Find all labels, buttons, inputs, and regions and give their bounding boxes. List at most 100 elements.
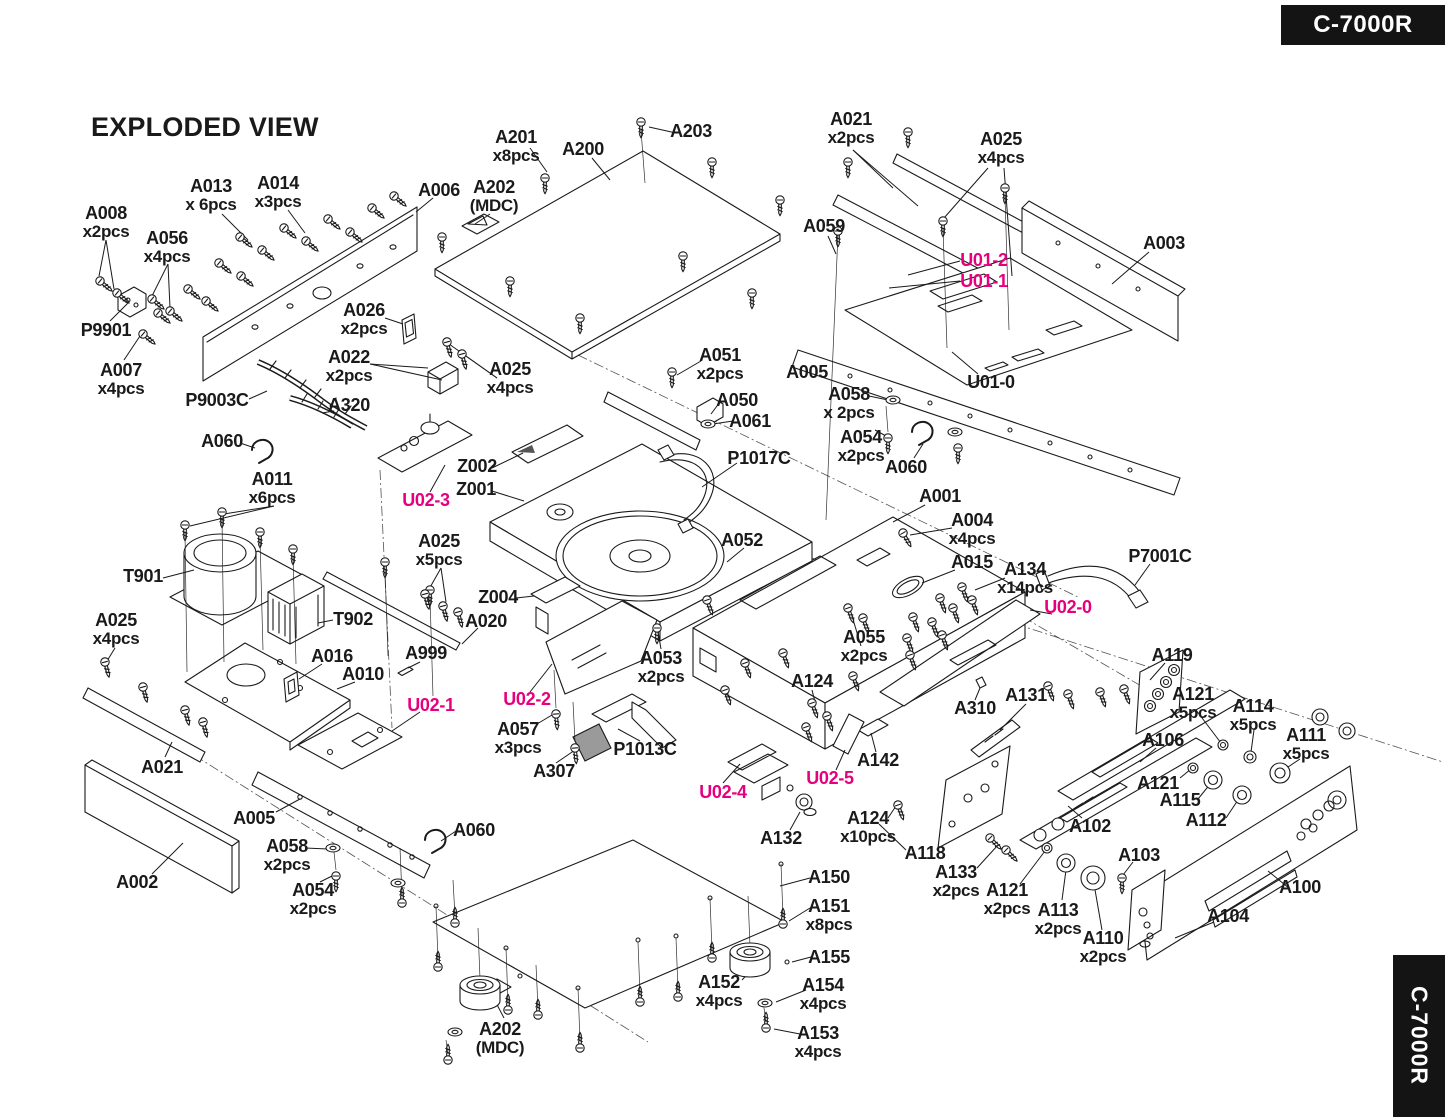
washer-icon <box>390 878 406 888</box>
screw-icon <box>822 711 834 732</box>
part-label-P9901: P9901 <box>80 320 132 340</box>
part-label-A010: A010 <box>342 664 384 684</box>
part-label-Z002: Z002 <box>457 456 497 476</box>
part-label-A002: A002 <box>116 872 158 892</box>
screw-icon <box>893 800 905 821</box>
leader-line <box>722 763 741 784</box>
leader-line <box>448 343 498 379</box>
part-label-A999: A999 <box>405 643 447 663</box>
screw-icon <box>667 367 677 389</box>
part-label-A050: A050 <box>716 390 758 410</box>
screw-icon <box>575 313 585 335</box>
leader-line <box>109 302 129 322</box>
hardware-glyphs <box>95 117 1356 1065</box>
knob-icon <box>1056 853 1076 873</box>
screw-icon <box>843 157 853 179</box>
leader-line <box>827 235 837 255</box>
part-label-A005: A005 <box>233 808 275 828</box>
leader-line <box>429 464 446 493</box>
leader-line <box>1267 870 1291 890</box>
leader-line <box>779 877 811 887</box>
screw-icon <box>858 613 870 634</box>
knob-icon <box>1232 785 1252 805</box>
leader-line <box>835 749 846 771</box>
part-label-P7001C: P7001C <box>1128 546 1192 566</box>
leader-line <box>974 687 981 701</box>
leader-line <box>287 209 306 234</box>
axis-line <box>259 538 264 651</box>
leader-line <box>461 627 479 645</box>
rca-jack-icon <box>1143 699 1157 713</box>
part-label-U02-2: U02-2 <box>503 689 551 709</box>
leader-line <box>1149 662 1166 681</box>
screw-icon <box>1117 873 1127 895</box>
screw-icon <box>397 886 407 908</box>
part-label-A021: A021 <box>141 757 183 777</box>
screw-icon <box>1001 845 1018 862</box>
screw-icon <box>833 226 843 248</box>
leader-line <box>151 263 169 297</box>
screw-icon <box>908 612 920 633</box>
screw-icon <box>720 685 732 706</box>
screw-icon <box>438 601 449 622</box>
leader-line <box>868 395 889 401</box>
leader-line <box>1195 709 1222 744</box>
leader-line <box>870 732 877 753</box>
page-title: EXPLODED VIEW <box>91 112 319 142</box>
screw-icon <box>903 127 913 149</box>
washer-icon <box>700 419 716 429</box>
leader-line <box>892 504 926 523</box>
part-label-A203: A203 <box>670 121 712 141</box>
screw-icon <box>540 173 550 195</box>
leader-line <box>791 956 812 963</box>
leader-line <box>676 360 702 376</box>
leader-line <box>529 663 553 693</box>
leader-line <box>440 830 457 842</box>
leader-line <box>1250 729 1255 753</box>
leader-line <box>529 147 548 173</box>
leader-line <box>789 811 801 831</box>
screw-icon <box>301 236 319 252</box>
part-label-A060: A060 <box>201 431 243 451</box>
part-label-A124: A124 <box>791 671 833 691</box>
dash-line <box>577 354 1081 599</box>
screw-icon <box>898 528 912 548</box>
screw-icon <box>707 157 717 179</box>
rca-jack-icon <box>1159 675 1173 689</box>
part-label-A202: A202(MDC) <box>475 1019 525 1058</box>
leader-line <box>105 239 115 290</box>
knob-icon <box>1243 750 1257 764</box>
part-label-A307: A307 <box>533 761 575 781</box>
model-badge-top: C-7000R <box>1281 5 1445 45</box>
leader-line <box>913 443 924 459</box>
screw-icon <box>457 349 468 370</box>
axis-line <box>184 531 188 673</box>
screw-icon <box>673 980 683 1002</box>
washer-icon <box>447 1027 463 1037</box>
part-label-U02-5: U02-5 <box>806 768 854 788</box>
screw-icon <box>288 544 298 566</box>
part-label-A150: A150 <box>808 867 850 887</box>
axis-line <box>452 879 456 917</box>
screw-icon <box>1119 684 1131 705</box>
part-label-P9003C: P9003C <box>185 390 249 410</box>
leader-line <box>369 363 443 381</box>
leader-line <box>726 547 745 563</box>
leader-line <box>591 157 611 181</box>
screw-icon <box>450 906 460 928</box>
leader-line <box>515 595 535 599</box>
leader-line <box>888 280 961 289</box>
screw-icon <box>636 117 646 139</box>
leader-line <box>189 505 275 527</box>
screw-icon <box>902 633 914 654</box>
part-label-A106: A106 <box>1142 730 1184 750</box>
screw-icon <box>848 671 860 692</box>
screw-icon <box>957 582 969 603</box>
